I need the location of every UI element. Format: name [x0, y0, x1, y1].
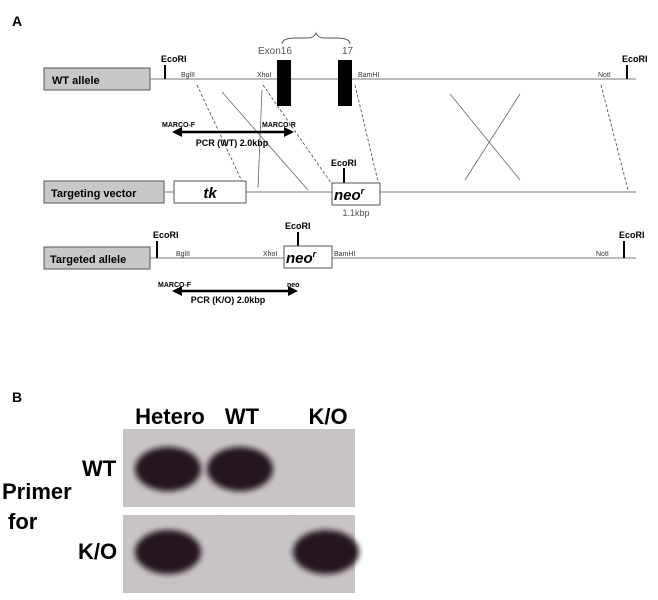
wt-bglii-label: BglII [181, 72, 195, 79]
dash-line-bamhi [354, 84, 381, 191]
band-wt-wt [207, 447, 273, 491]
pcr-wt-primer-r: MARCO-R [262, 122, 296, 129]
pcr-ko-annotation: MARCO-F neo PCR (K/O) 2.0kbp [158, 282, 299, 305]
cross-line-1 [257, 89, 263, 189]
ta-neo-box [283, 245, 333, 269]
dash-line-xhoi [262, 84, 337, 191]
ta-neo-sup: r [313, 249, 317, 259]
pcr-ko-arrowhead-right [288, 286, 298, 296]
pcr-wt-label: PCR (WT) 2.0kbp [196, 138, 269, 148]
gel-k-o [123, 515, 359, 593]
pcr-wt-primer-f: MARCO-F [162, 122, 196, 129]
targeted-allele-label: Targeted allele [50, 254, 126, 266]
lane-header-hetero: Hetero [135, 404, 205, 429]
wt-bamhi-label: BamHI [358, 72, 379, 79]
cross-line-2 [221, 91, 309, 191]
wt-ecori-left-label: EcoRI [161, 54, 187, 64]
ta-ecori-right-label: EcoRI [619, 230, 645, 240]
exon-brace [281, 31, 351, 45]
cross-line-4 [464, 93, 521, 181]
exon16-block [277, 60, 291, 106]
pcr-wt-arrowhead-right [284, 127, 294, 137]
ta-ecori-mid-label: EcoRI [285, 221, 311, 231]
band-k-o-hetero [135, 530, 201, 574]
exon17-block [338, 60, 352, 106]
lane-header-k-o: K/O [308, 404, 347, 429]
vector-ecori-label: EcoRI [331, 158, 357, 168]
tk-box [173, 180, 247, 204]
targeting-vector-row: Targeting vector tk EcoRI neor 1.1kbp [43, 158, 636, 218]
ta-bglii-label: BglII [176, 251, 190, 258]
ta-noti-label: NotI [596, 251, 609, 258]
wt-noti-label: NotI [598, 72, 611, 79]
band-k-o-k-o [293, 530, 359, 574]
cross-line-3 [449, 93, 521, 181]
dash-line-noti [600, 84, 629, 191]
targeted-allele-row: Targeted allele EcoRI BglII XhoI EcoRI n… [43, 221, 645, 270]
pcr-wt-annotation: MARCO-F MARCO-R PCR (WT) 2.0kbp [162, 122, 296, 148]
ta-ecori-left-label: EcoRI [153, 230, 179, 240]
crossover-lines [196, 84, 629, 191]
ta-bamhi-label: BamHI [334, 251, 355, 258]
wt-allele-label: WT allele [52, 75, 100, 87]
lane-header-wt: WT [225, 404, 260, 429]
pcr-ko-label: PCR (K/O) 2.0kbp [191, 295, 266, 305]
neo-size-label: 1.1kbp [342, 208, 369, 218]
panel-a-label: A [12, 13, 22, 29]
gel-panels [123, 429, 359, 593]
ta-neo-text: neor [286, 249, 317, 267]
exon17-label: 17 [342, 46, 354, 57]
targeting-vector-label: Targeting vector [51, 188, 137, 200]
wt-xhoi-label: XhoI [257, 72, 271, 79]
pcr-ko-primer-f: MARCO-F [158, 282, 192, 289]
pcr-ko-primer-r: neo [287, 282, 299, 289]
row-title-primer: Primer [2, 479, 72, 504]
row-label-wt: WT [82, 456, 117, 481]
lane-headers: Hetero WT K/O [135, 404, 347, 429]
vector-neo-label: neo [334, 187, 361, 204]
wt-allele-row: WT allele EcoRI BglII XhoI BamHI NotI Ec… [43, 31, 648, 106]
row-label-k-o: K/O [78, 539, 117, 564]
vector-neo-text: neor [334, 186, 365, 204]
ta-xhoi-label: XhoI [263, 251, 277, 258]
band-wt-hetero [135, 447, 201, 491]
tk-label: tk [203, 185, 217, 202]
panel-b-label: B [12, 389, 22, 405]
pcr-wt-arrowhead-left [172, 127, 182, 137]
exon16-label: Exon16 [258, 46, 292, 57]
row-labels: WT K/O [78, 456, 117, 564]
vector-neo-box [331, 182, 381, 206]
wt-ecori-right-label: EcoRI [622, 54, 648, 64]
vector-neo-sup: r [361, 186, 365, 196]
gel-wt [123, 429, 355, 507]
row-title-for: for [8, 509, 38, 534]
ta-neo-label: neo [286, 250, 313, 267]
dash-line-bglii [196, 84, 247, 191]
pcr-ko-arrowhead-left [172, 286, 182, 296]
